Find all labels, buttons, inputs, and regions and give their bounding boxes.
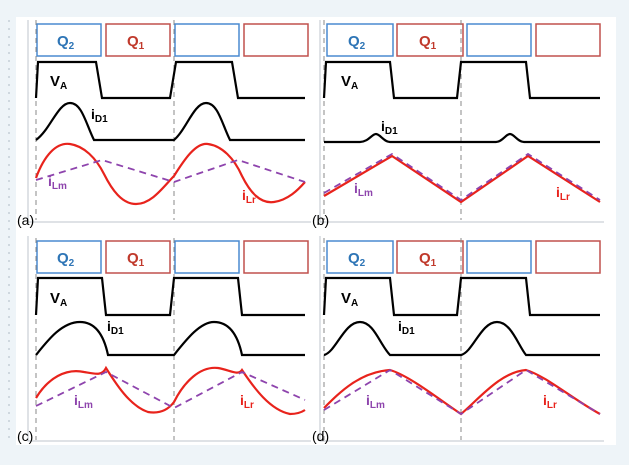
panel-b: Q2 Q1 VA iD1 iLm iLr (b) xyxy=(312,20,604,228)
q1-box-2 xyxy=(535,240,601,274)
id1-label: iD1 xyxy=(107,318,124,337)
va-waveform xyxy=(34,60,305,100)
panel-d-border xyxy=(319,236,604,442)
panel-tag: (c) xyxy=(17,428,33,444)
q2-label: Q2 xyxy=(348,33,366,52)
panel-tag: (b) xyxy=(312,212,329,228)
id1-label: iD1 xyxy=(398,318,415,337)
q2-box-2 xyxy=(466,23,532,57)
id1-label: iD1 xyxy=(381,118,398,137)
q1-box-2 xyxy=(535,23,601,57)
q2-label: Q2 xyxy=(57,33,75,52)
id1-waveform xyxy=(323,320,600,357)
ilr-waveform xyxy=(323,154,601,204)
ilm-label: iLm xyxy=(48,173,67,192)
q2-label: Q2 xyxy=(348,250,366,269)
q1-label: Q1 xyxy=(127,250,145,269)
id1-waveform xyxy=(35,101,305,142)
q2-box-2 xyxy=(174,23,240,57)
panel-c-border xyxy=(27,236,311,442)
ilr-label: iLr xyxy=(240,392,254,411)
figure-background xyxy=(16,17,616,445)
id1-waveform xyxy=(324,132,600,144)
panel-a: Q2 Q1 VA iD1 iLm iLr (a) xyxy=(17,20,311,228)
panel-c: Q2 Q1 VA iD1 iLm iLr (c) xyxy=(17,236,311,444)
ilm-label: iLm xyxy=(366,392,385,411)
ilr-label: iLr xyxy=(556,184,570,203)
ilm-waveform xyxy=(35,370,306,410)
id1-label: iD1 xyxy=(91,106,108,125)
ilm-waveform xyxy=(323,368,601,416)
ilr-waveform xyxy=(35,365,306,416)
q1-label: Q1 xyxy=(419,33,437,52)
id1-waveform xyxy=(35,320,305,357)
ilr-waveform xyxy=(34,142,306,206)
switch-boxes: Q2 Q1 xyxy=(326,23,601,57)
q2-box-2 xyxy=(174,240,240,274)
q1-box xyxy=(396,240,464,274)
q1-box-2 xyxy=(243,23,309,57)
q2-box-2 xyxy=(466,240,532,274)
ilm-label: iLm xyxy=(354,180,373,199)
va-waveform xyxy=(322,276,600,317)
panel-b-border xyxy=(319,20,604,223)
panel-tag: (a) xyxy=(17,212,34,228)
q1-box xyxy=(396,23,464,57)
va-label: VA xyxy=(341,290,358,309)
q1-box xyxy=(105,23,171,57)
q1-label: Q1 xyxy=(419,250,437,269)
switch-boxes: Q2 Q1 xyxy=(36,240,309,274)
ilr-label: iLr xyxy=(543,392,557,411)
ilm-label: iLm xyxy=(74,392,93,411)
switch-boxes: Q2 Q1 xyxy=(326,240,601,274)
va-label: VA xyxy=(50,73,67,92)
va-label: VA xyxy=(341,73,358,92)
ilm-waveform xyxy=(323,152,601,202)
q2-box xyxy=(326,23,394,57)
ilr-label: iLr xyxy=(242,187,256,206)
q1-box xyxy=(105,240,171,274)
q2-box xyxy=(36,23,102,57)
switch-boxes: Q2 Q1 xyxy=(36,23,309,57)
q2-box xyxy=(326,240,394,274)
panel-tag: (d) xyxy=(312,428,329,444)
va-waveform xyxy=(34,276,305,317)
q2-box xyxy=(36,240,102,274)
panel-a-border xyxy=(27,20,311,223)
q1-label: Q1 xyxy=(127,33,145,52)
va-label: VA xyxy=(50,290,67,309)
q2-label: Q2 xyxy=(57,250,75,269)
q1-box-2 xyxy=(243,240,309,274)
ilm-waveform xyxy=(35,159,306,183)
va-waveform xyxy=(322,60,600,100)
panel-d: Q2 Q1 VA iD1 iLm iLr (d) xyxy=(312,236,604,444)
